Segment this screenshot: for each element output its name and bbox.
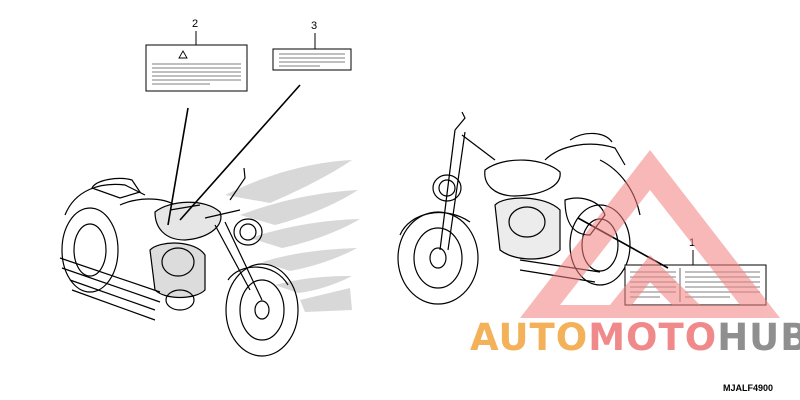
callout-3: 3 (311, 20, 317, 32)
wing-emblem-halftone (225, 160, 360, 312)
left-motorcycle (59, 160, 360, 357)
callout-2: 2 (192, 18, 198, 30)
leader-line-2 (167, 107, 189, 226)
label-3-sticker (272, 48, 352, 71)
leader-line-3 (179, 84, 301, 221)
watermark-triangle-icon (520, 150, 780, 318)
watermark-logo: AUTOMOTOHUB (470, 150, 800, 359)
watermark-brand-part2: MOTO (588, 316, 717, 359)
watermark-text: AUTOMOTOHUB (470, 316, 800, 359)
warning-triangle-icon (178, 50, 188, 59)
diagram-code: MJALF4900 (723, 383, 773, 393)
watermark-brand-part3: HUB (717, 316, 800, 359)
watermark-brand-part1: AUTO (470, 316, 588, 359)
label-2-warning-sticker (145, 44, 248, 92)
right-motorcycle (397, 111, 641, 305)
